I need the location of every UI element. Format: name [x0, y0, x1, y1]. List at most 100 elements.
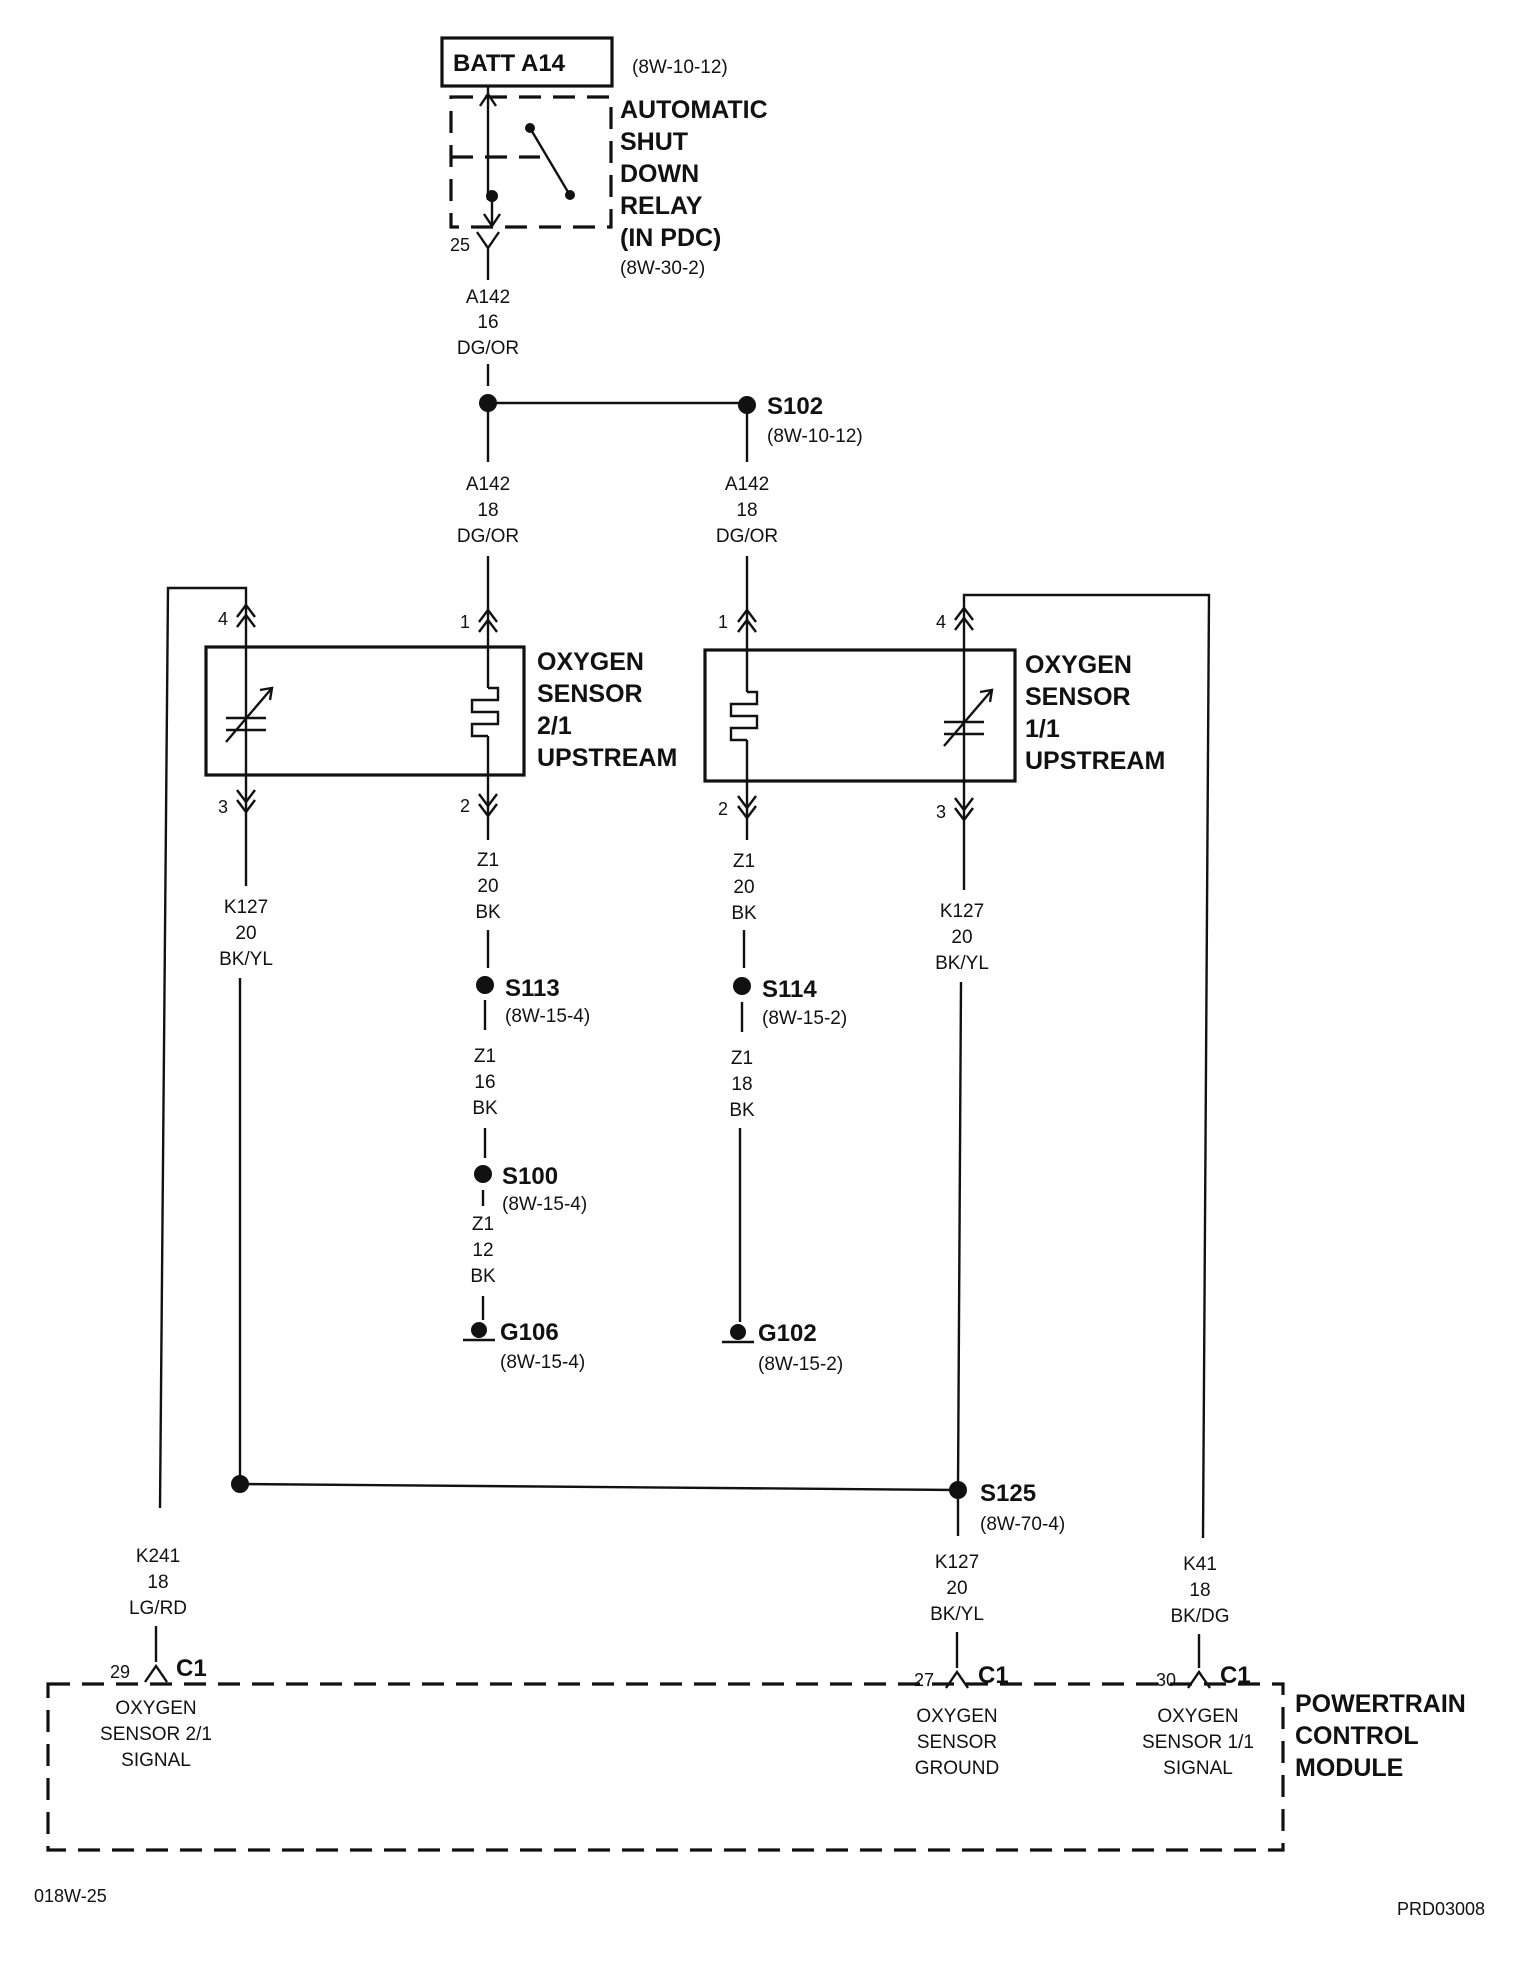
g102-ref: (8W-15-2) [758, 1354, 843, 1375]
c1-27-connector [945, 1669, 969, 1689]
wire-to-s125 [239, 1482, 959, 1492]
relay-switch-arm [528, 127, 570, 193]
g106-label: G106 [500, 1319, 559, 1346]
sensor-21-title-2: SENSOR [537, 680, 643, 708]
footer-doc-id: PRD03008 [1397, 1899, 1485, 1919]
sensor-21-title-1: OXYGEN [537, 648, 644, 676]
wire-z1-20-right-color: BK [731, 903, 757, 924]
s125-splice-dot [949, 1481, 967, 1499]
sensor-21-pin2-connector [478, 793, 498, 808]
sensor-21-title-4: UPSTREAM [537, 744, 677, 772]
wire-z1-12-gauge: 12 [472, 1240, 493, 1261]
c1-27-fn-1: OXYGEN [916, 1706, 997, 1727]
pcm-title-1: POWERTRAIN [1295, 1690, 1466, 1718]
sensor-11-title-4: UPSTREAM [1025, 747, 1165, 775]
sensor-21-pin3-connector [236, 789, 256, 804]
g102-label: G102 [758, 1320, 817, 1347]
sensor-21-variable-arrowhead [259, 686, 274, 701]
s100-splice-dot [474, 1165, 492, 1183]
relay-arrow-down [483, 213, 501, 229]
wire-z1-18-circuit: Z1 [731, 1048, 753, 1069]
oxygen-sensor-11-box [703, 648, 1017, 783]
wire-z1-18-gauge: 18 [731, 1074, 752, 1095]
wire-z1-12-color: BK [470, 1266, 496, 1287]
sensor-11-title-1: OXYGEN [1025, 651, 1132, 679]
sensor-11-pin-3: 3 [936, 802, 946, 822]
s113-label: S113 [505, 975, 560, 1002]
wire-z1-20-left-color: BK [475, 902, 501, 923]
wire-k41-gauge: 18 [1189, 1580, 1210, 1601]
wire-k127-right-lower [956, 981, 963, 1489]
wire-k127-pcm-color: BK/YL [930, 1604, 984, 1625]
oxygen-sensor-21-box [204, 645, 526, 777]
wire-z1-20-left-circuit: Z1 [477, 850, 499, 871]
c1-29-connector-label: C1 [176, 1655, 207, 1682]
s100-label: S100 [502, 1163, 558, 1190]
g106-ref: (8W-15-4) [500, 1352, 585, 1373]
sensor-21-heater-element [470, 686, 500, 738]
c1-27-connector-label: C1 [978, 1662, 1009, 1689]
wire-z1-20-right-circuit: Z1 [733, 851, 755, 872]
wire-k241-color: LG/RD [129, 1598, 187, 1619]
sensor-21-variable-arrow [225, 687, 273, 743]
wire-z1-12-circuit: Z1 [472, 1214, 494, 1235]
wire-k127-right-color: BK/YL [935, 953, 989, 974]
c1-30-pin: 30 [1156, 1670, 1176, 1690]
pcm-title-2: CONTROL [1295, 1722, 1419, 1750]
sensor-11-pin-2: 2 [718, 799, 728, 819]
wire-a142-16-gauge: 16 [477, 312, 498, 333]
s102-ref: (8W-10-12) [767, 426, 863, 447]
wire-k127-pcm-circuit: K127 [935, 1552, 979, 1573]
s100-ref: (8W-15-4) [502, 1194, 587, 1215]
c1-29-fn-1: OXYGEN [115, 1698, 196, 1719]
wire-k241-circuit: K241 [136, 1546, 180, 1567]
c1-30-fn-1: OXYGEN [1157, 1706, 1238, 1727]
wire-k127-left-gauge: 20 [235, 923, 256, 944]
sensor-11-title-2: SENSOR [1025, 683, 1131, 711]
g106-ground-dot [471, 1322, 487, 1338]
sensor-21-pin3-connector-b [236, 799, 256, 814]
s125-label: S125 [980, 1480, 1036, 1507]
s114-ref: (8W-15-2) [762, 1008, 847, 1029]
asd-relay-title-1: AUTOMATIC [620, 96, 768, 124]
c1-27-fn-3: GROUND [915, 1758, 999, 1779]
footer-page-ref: 018W-25 [34, 1886, 107, 1906]
sensor-11-variable-arrowhead [979, 688, 994, 703]
relay-contact-point [565, 190, 575, 200]
wire-a142-18-right-color: DG/OR [716, 526, 778, 547]
wire-z1-16-circuit: Z1 [474, 1046, 496, 1067]
pcm-title-3: MODULE [1295, 1754, 1403, 1782]
wire-a142-18-left-circuit: A142 [466, 474, 510, 495]
wire-z1-18-color: BK [729, 1100, 755, 1121]
wire-k127-left-circuit: K127 [224, 897, 268, 918]
c1-29-fn-3: SIGNAL [121, 1750, 191, 1771]
sensor-11-variable-arrow [943, 689, 993, 747]
c1-30-fn-3: SIGNAL [1163, 1758, 1233, 1779]
pcm-box [46, 1682, 1285, 1852]
wire-a142-16-color: DG/OR [457, 338, 519, 359]
wire-k241-gauge: 18 [147, 1572, 168, 1593]
wire-k41-color: BK/DG [1170, 1606, 1229, 1627]
sensor-11-pin3-connector-b [954, 807, 974, 822]
c1-29-connector [144, 1663, 168, 1683]
s114-splice-dot [733, 977, 751, 995]
c1-27-fn-2: SENSOR [917, 1732, 997, 1753]
wire-a142-18-left-color: DG/OR [457, 526, 519, 547]
wire-k41-upper [962, 593, 1211, 1539]
s113-ref: (8W-15-4) [505, 1006, 590, 1027]
wire-a142-18-left-gauge: 18 [477, 500, 498, 521]
c1-27-pin: 27 [914, 1670, 934, 1690]
asd-relay-title-4: RELAY [620, 192, 703, 220]
asd-relay-ref: (8W-30-2) [620, 258, 705, 279]
s102-label: S102 [767, 393, 823, 420]
sensor-11-pin3-connector [954, 797, 974, 812]
sensor-21-pin-4: 4 [218, 609, 228, 629]
wire-a142-18-right-circuit: A142 [725, 474, 769, 495]
batt-a14-ref: (8W-10-12) [632, 57, 728, 78]
c1-30-connector-label: C1 [1220, 1662, 1251, 1689]
sensor-11-heater-element [729, 690, 759, 742]
relay-arrow-up [479, 91, 497, 107]
c1-30-connector [1187, 1669, 1211, 1689]
sensor-11-pin2-connector [737, 795, 757, 810]
